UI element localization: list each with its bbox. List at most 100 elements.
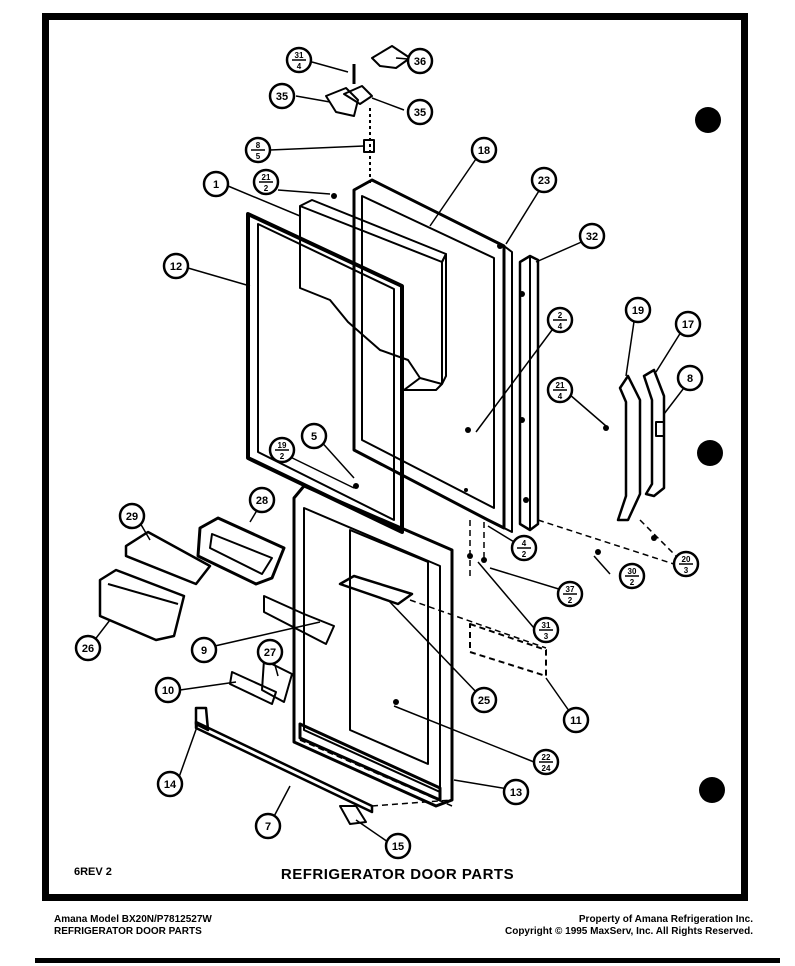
callout-circle	[118, 502, 146, 530]
callout-numerator: 31	[295, 51, 304, 60]
callout-28: 28	[248, 486, 276, 514]
callout-27: 27	[256, 638, 284, 666]
callout-number: 5	[311, 431, 317, 443]
callout-circle	[254, 812, 282, 840]
callout-circle	[562, 706, 590, 734]
callout-circle	[406, 98, 434, 126]
callout-14: 14	[156, 770, 184, 798]
callout-number: 23	[538, 175, 550, 187]
callout-denominator: 2	[522, 550, 527, 559]
callout-circle	[578, 222, 606, 250]
callout-7: 7	[254, 812, 282, 840]
callout-circle	[470, 686, 498, 714]
callout-number: 29	[126, 511, 138, 523]
callout-circle	[530, 166, 558, 194]
callout-circle	[300, 422, 328, 450]
callout-number: 9	[201, 645, 207, 657]
punch-hole	[699, 777, 725, 803]
callout-denominator: 4	[297, 62, 302, 71]
callout-10: 10	[154, 676, 182, 704]
bottom-rule	[35, 958, 780, 963]
callout-32: 32	[578, 222, 606, 250]
callout-number: 36	[414, 56, 426, 68]
door-bin	[98, 568, 186, 642]
punch-hole	[697, 440, 723, 466]
callout-number: 25	[478, 695, 490, 707]
callout-circle	[470, 136, 498, 164]
callout-19: 19	[624, 296, 652, 324]
callout-number: 35	[276, 91, 288, 103]
callout-circle	[190, 636, 218, 664]
door-gasket-part	[246, 212, 404, 534]
callout-denominator: 4	[558, 322, 563, 331]
callout-1: 1	[202, 170, 230, 198]
callout-number: 17	[682, 319, 694, 331]
callout-number: 15	[392, 841, 404, 853]
callout-25: 25	[470, 686, 498, 714]
callout-20-3: 203	[672, 550, 700, 578]
callout-21-2: 212	[252, 168, 280, 196]
callout-35-right: 35	[406, 98, 434, 126]
outer-door-panel	[352, 178, 506, 530]
callout-numerator: 22	[542, 753, 551, 762]
callout-29: 29	[118, 502, 146, 530]
punch-hole	[695, 107, 721, 133]
callout-circle	[502, 778, 530, 806]
diagram-title: REFRIGERATOR DOOR PARTS	[280, 866, 515, 883]
callout-number: 27	[264, 647, 276, 659]
diagram-frame	[42, 13, 748, 901]
callout-8: 8	[676, 364, 704, 392]
callout-numerator: 31	[542, 621, 551, 630]
callout-circle	[154, 676, 182, 704]
callout-numerator: 30	[628, 567, 637, 576]
callout-number: 28	[256, 495, 268, 507]
callout-23: 23	[530, 166, 558, 194]
callout-circle	[674, 310, 702, 338]
callout-number: 7	[265, 821, 271, 833]
callout-circle	[256, 638, 284, 666]
callout-21-4: 214	[546, 376, 574, 404]
callout-37-2: 372	[556, 580, 584, 608]
callout-19-2: 192	[268, 436, 296, 464]
callout-numerator: 19	[278, 441, 287, 450]
callout-5: 5	[300, 422, 328, 450]
callout-36-top: 36	[406, 47, 434, 75]
callout-denominator: 4	[558, 392, 563, 401]
callout-circle	[406, 47, 434, 75]
callout-8-5: 85	[244, 136, 272, 164]
callout-4-2: 42	[510, 534, 538, 562]
callout-31-4-top: 314	[285, 46, 313, 74]
callout-18: 18	[470, 136, 498, 164]
footer-property-line: Property of Amana Refrigeration Inc.	[578, 914, 753, 925]
callout-number: 32	[586, 231, 598, 243]
callout-numerator: 21	[262, 173, 271, 182]
callout-numerator: 37	[566, 585, 575, 594]
callout-number: 1	[213, 179, 219, 191]
door-foam-panel	[299, 205, 443, 385]
callout-number: 11	[570, 715, 582, 727]
callout-denominator: 24	[542, 764, 551, 773]
callout-numerator: 21	[556, 381, 565, 390]
callout-denominator: 3	[544, 632, 549, 641]
callout-13: 13	[502, 778, 530, 806]
callout-31-3: 313	[532, 616, 560, 644]
footer-section-line: REFRIGERATOR DOOR PARTS	[54, 926, 202, 937]
callout-35-left: 35	[268, 82, 296, 110]
callout-circle	[156, 770, 184, 798]
callout-numerator: 20	[682, 555, 691, 564]
callout-number: 26	[82, 643, 94, 655]
callout-circle	[676, 364, 704, 392]
callout-number: 12	[170, 261, 182, 273]
callout-number: 19	[632, 305, 644, 317]
callout-15: 15	[384, 832, 412, 860]
callout-number: 13	[510, 787, 522, 799]
footer-model-line: Amana Model BX20N/P7812527W	[54, 914, 212, 925]
callout-30-2: 302	[618, 562, 646, 590]
callout-2-4: 24	[546, 306, 574, 334]
callout-numerator: 4	[522, 539, 527, 548]
callout-number: 14	[164, 779, 177, 791]
callout-numerator: 8	[256, 141, 261, 150]
callout-12: 12	[162, 252, 190, 280]
